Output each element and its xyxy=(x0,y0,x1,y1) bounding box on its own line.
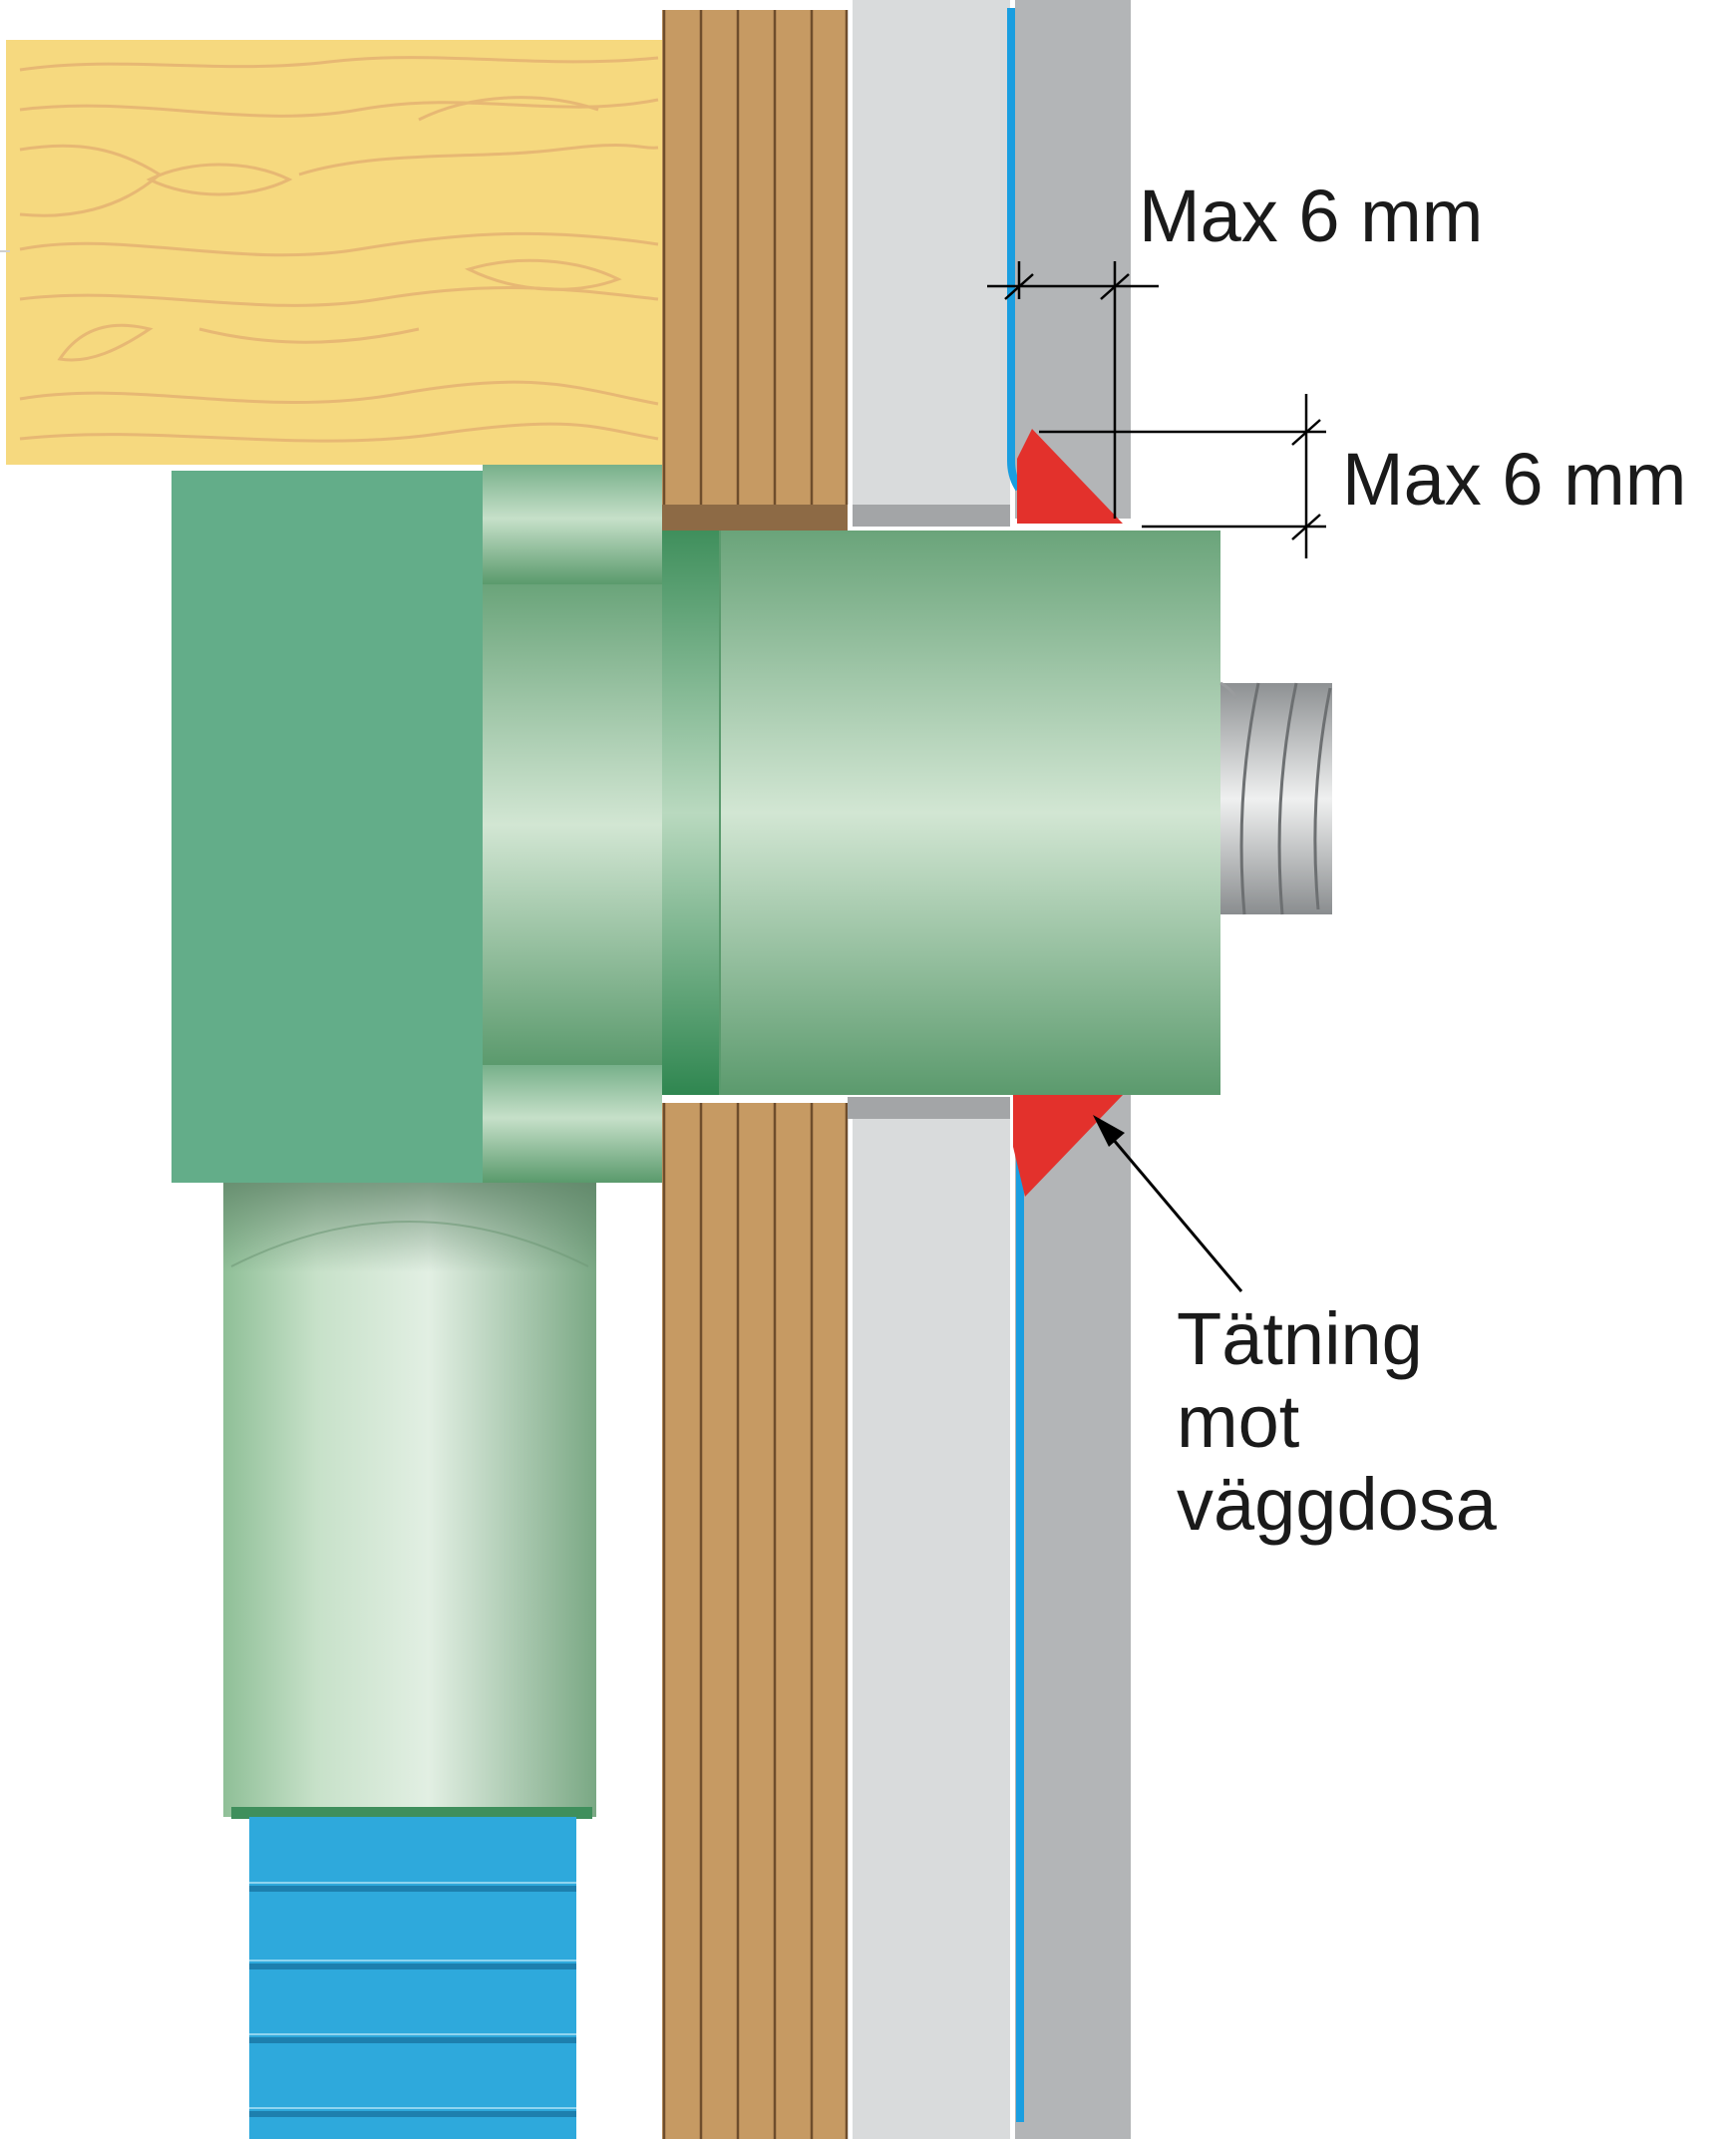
label-seal-line1: Tätning xyxy=(1177,1297,1423,1380)
arrow-icon xyxy=(1093,1115,1243,1292)
label-seal-line3: väggdosa xyxy=(1177,1462,1497,1546)
gypsum-board xyxy=(848,0,1010,2139)
label-max-gap-vertical: Max 6 mm xyxy=(1342,438,1687,521)
label-seal: Tätning mot väggdosa xyxy=(1177,1297,1497,1547)
seal xyxy=(1013,429,1123,1197)
green-pipe xyxy=(223,1183,596,1819)
timber-beam xyxy=(0,40,664,465)
label-max-gap-horizontal: Max 6 mm xyxy=(1139,175,1484,257)
dimension-vertical xyxy=(1039,394,1326,558)
label-seal-line2: mot xyxy=(1177,1379,1300,1463)
wall-box xyxy=(172,465,1220,1183)
wood-grain xyxy=(19,56,659,443)
dimension-horizontal xyxy=(987,261,1159,519)
plywood-layers xyxy=(662,10,849,2139)
blue-hose xyxy=(249,1817,576,2139)
metal-pipe xyxy=(1219,681,1332,915)
